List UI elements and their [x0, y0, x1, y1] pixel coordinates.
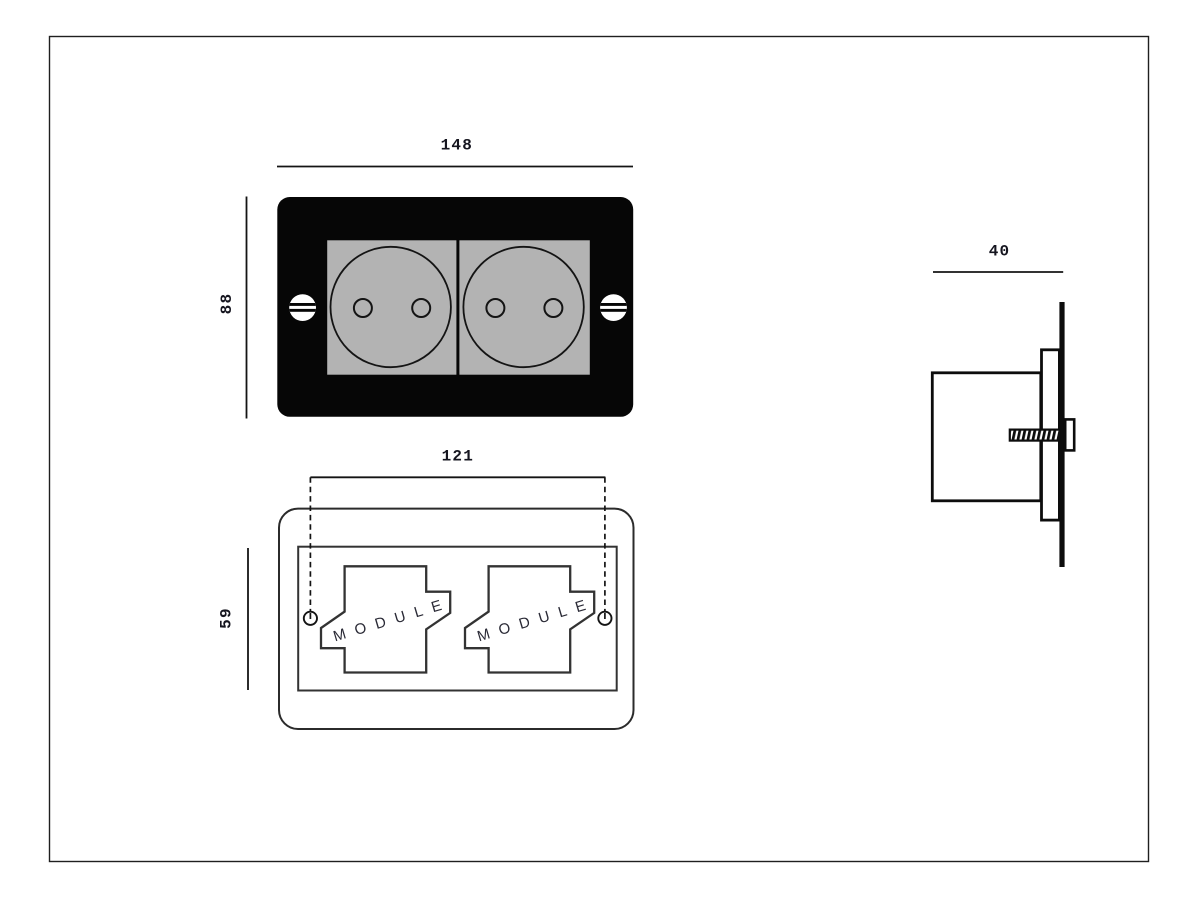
svg-text:59: 59 [218, 607, 236, 629]
svg-text:121: 121 [442, 448, 474, 466]
svg-text:148: 148 [441, 137, 473, 155]
svg-text:88: 88 [218, 293, 236, 315]
svg-text:40: 40 [989, 243, 1011, 261]
